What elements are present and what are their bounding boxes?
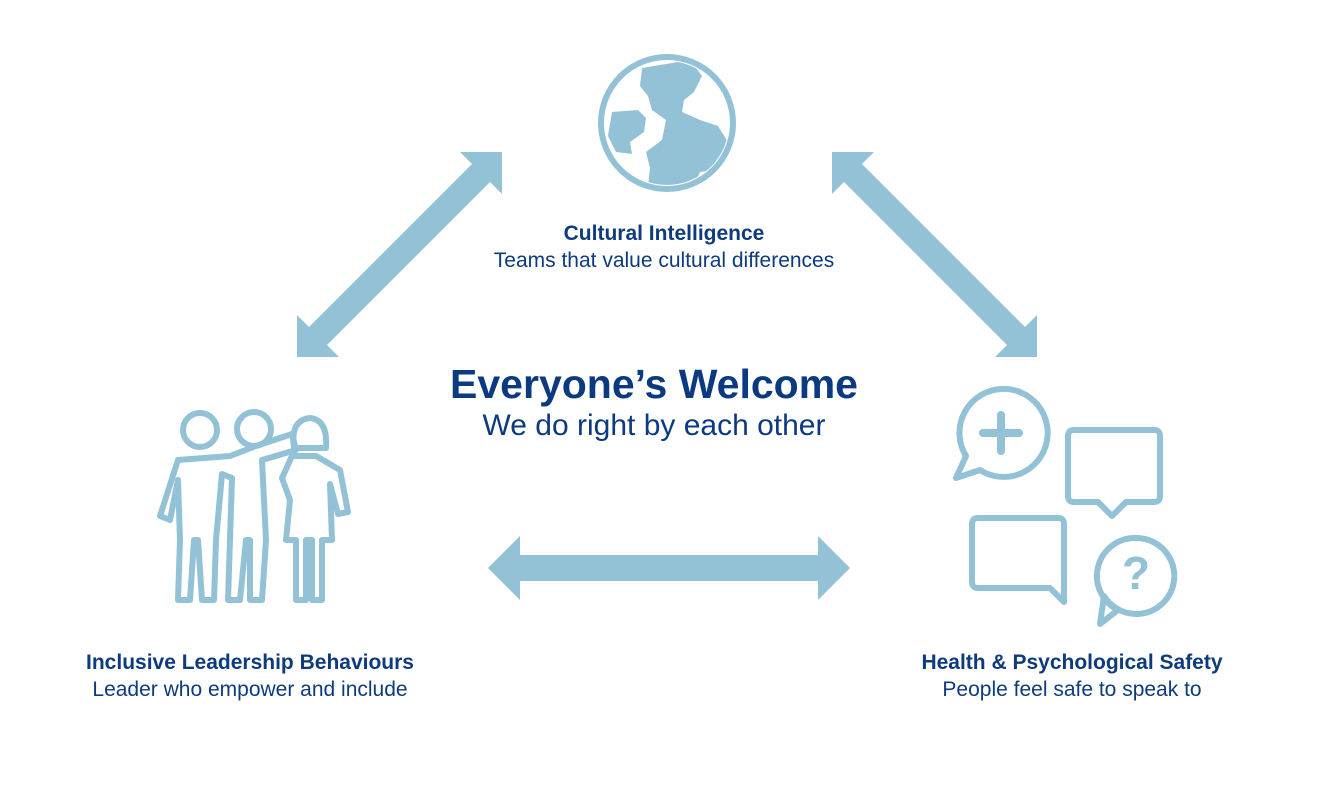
globe-icon [598, 54, 736, 192]
cultural-intelligence-subtitle: Teams that value cultural differences [493, 249, 835, 272]
svg-text:?: ? [1122, 547, 1150, 599]
center-title: Everyone’s Welcome [450, 361, 858, 407]
arrow-bottom [488, 536, 850, 600]
people-group-icon [157, 409, 351, 603]
psychological-safety-subtitle: People feel safe to speak to [942, 678, 1202, 701]
inclusive-leadership-title: Inclusive Leadership Behaviours [86, 651, 414, 674]
center-labels: Everyone’s Welcome We do right by each o… [354, 360, 954, 444]
psychological-safety-title: Health & Psychological Safety [921, 651, 1223, 674]
right-node-labels: Health & Psychological Safety People fee… [872, 650, 1272, 704]
center-subtitle: We do right by each other [482, 409, 826, 442]
arrow-top-right [832, 152, 1037, 357]
arrow-top-left [297, 152, 502, 357]
left-node-labels: Inclusive Leadership Behaviours Leader w… [40, 650, 460, 704]
cultural-intelligence-title: Cultural Intelligence [563, 222, 765, 245]
inclusive-leadership-subtitle: Leader who empower and include [92, 678, 408, 701]
top-node-labels: Cultural Intelligence Teams that value c… [414, 221, 914, 275]
speech-bubbles-icon: ? [953, 385, 1178, 627]
